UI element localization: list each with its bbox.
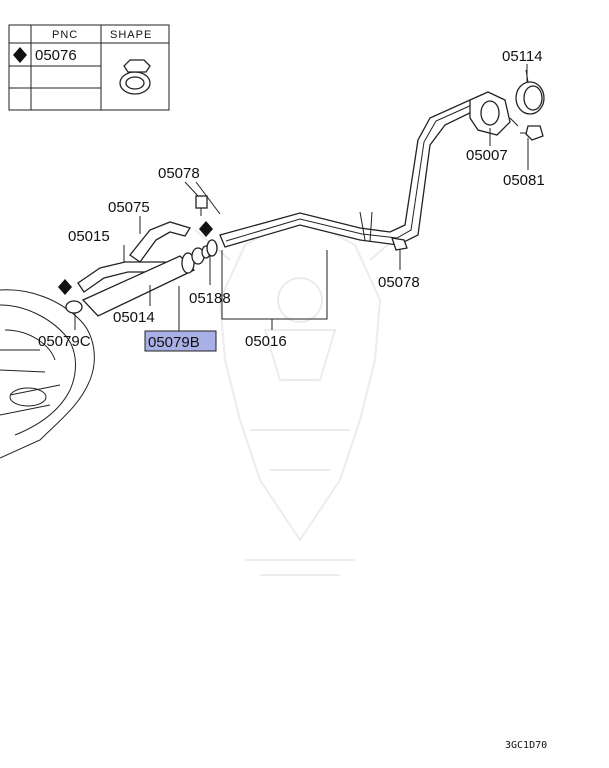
selected-part-highlight [144,330,217,352]
fuel-tank-outline [0,289,95,459]
watermark-emblem [194,213,406,576]
label-05015[interactable]: 05015 [68,228,110,245]
shape-header: SHAPE [110,29,152,41]
bolt-05078-right [391,237,408,251]
label-05079B[interactable]: 05079B [148,334,200,351]
clamp-05079B [191,245,211,265]
label-05078-right[interactable]: 05078 [378,274,420,291]
label-05114[interactable]: 05114 [502,48,543,65]
clamp-05079C [65,300,83,314]
pnc-header: PNC [52,29,78,41]
vent-hose [129,221,192,263]
legend-table: PNC SHAPE 05076 [8,24,170,111]
filler-pipe [219,99,482,248]
label-05079C[interactable]: 05079C [38,333,91,350]
label-05007[interactable]: 05007 [466,147,508,164]
hose-clamp-shape-icon [119,59,151,95]
label-05081[interactable]: 05081 [503,172,545,189]
bolt-05081 [509,117,544,141]
label-05016[interactable]: 05016 [245,333,287,350]
label-05075[interactable]: 05075 [108,199,150,216]
legend-pnc-value[interactable]: 05076 [35,47,77,64]
diamond-marker-icon [58,279,72,295]
hose-05014 [81,252,196,317]
bolt-05078-top [195,195,208,216]
diagram-code: 3GC1D70 [505,740,547,751]
label-05188[interactable]: 05188 [189,290,231,307]
label-05078-top[interactable]: 05078 [158,165,200,182]
diamond-marker-icon [199,221,213,237]
clamp-05188 [206,239,218,257]
diamond-marker-icon [13,47,27,63]
fuel-cap [515,69,545,115]
leader-lines [74,64,529,332]
label-05014[interactable]: 05014 [113,309,155,326]
filler-neck-gasket [469,91,511,136]
